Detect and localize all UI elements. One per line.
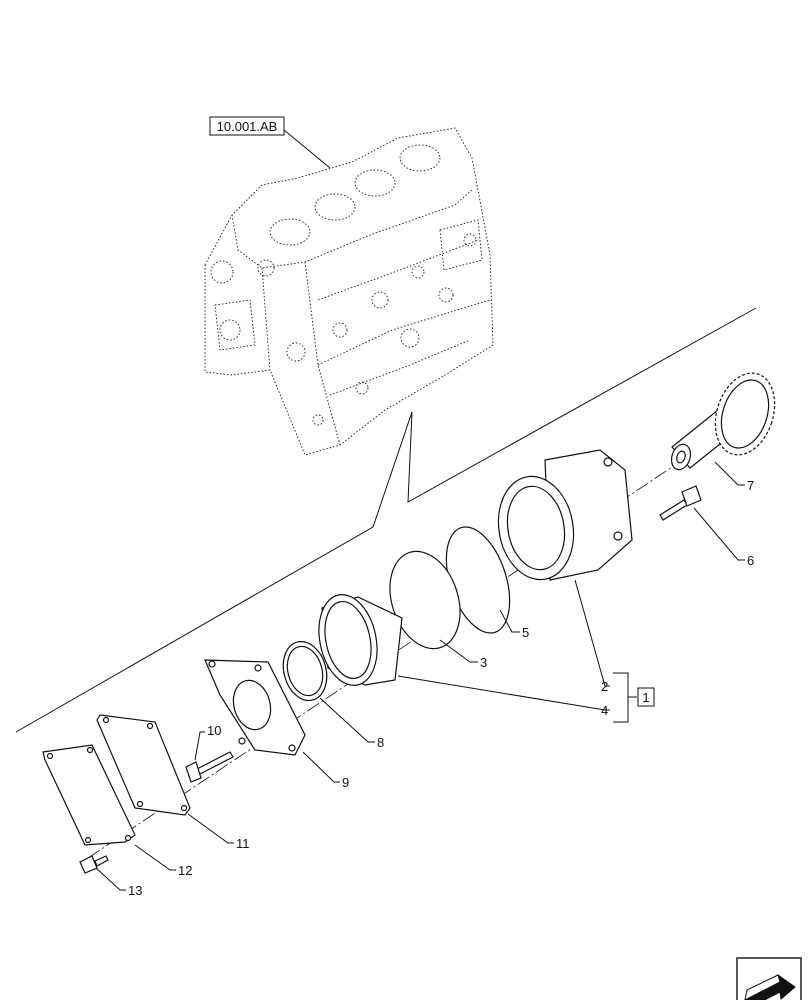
cover-plate-part xyxy=(42,744,136,846)
callout-2: 2 xyxy=(601,679,608,694)
ring-part xyxy=(389,550,461,650)
reference-callout: 10.001.AB xyxy=(209,116,331,169)
group-callout: 1 xyxy=(637,687,655,707)
flange-plate-part xyxy=(204,659,306,756)
bolt-part xyxy=(659,485,702,521)
gear-shaft-part xyxy=(670,372,776,471)
callout-11: 11 xyxy=(236,836,250,851)
section-separator xyxy=(15,307,757,733)
callout-12: 12 xyxy=(178,863,192,878)
callout-4: 4 xyxy=(601,703,608,718)
reference-label: 10.001.AB xyxy=(217,119,278,134)
callout-9: 9 xyxy=(342,775,349,790)
callout-6: 6 xyxy=(747,553,754,568)
group-label: 1 xyxy=(642,690,649,705)
callout-13: 13 xyxy=(128,883,142,898)
callout-5: 5 xyxy=(522,625,529,640)
callout-7: 7 xyxy=(747,478,754,493)
bushing-part xyxy=(318,594,403,686)
o-ring-part xyxy=(282,640,328,702)
leader-lines xyxy=(95,461,745,891)
engine-block-drawing xyxy=(204,127,494,456)
housing-part xyxy=(497,449,633,581)
gasket-part xyxy=(96,714,191,816)
callout-10: 10 xyxy=(207,723,221,738)
screw-part xyxy=(185,751,234,783)
callout-8: 8 xyxy=(377,735,384,750)
small-bolt-part xyxy=(79,855,109,874)
arrow-navigation-icon[interactable] xyxy=(736,957,802,1000)
callout-3: 3 xyxy=(480,655,487,670)
callout-labels: 7 6 5 3 2 4 8 9 10 11 12 13 xyxy=(128,478,754,898)
